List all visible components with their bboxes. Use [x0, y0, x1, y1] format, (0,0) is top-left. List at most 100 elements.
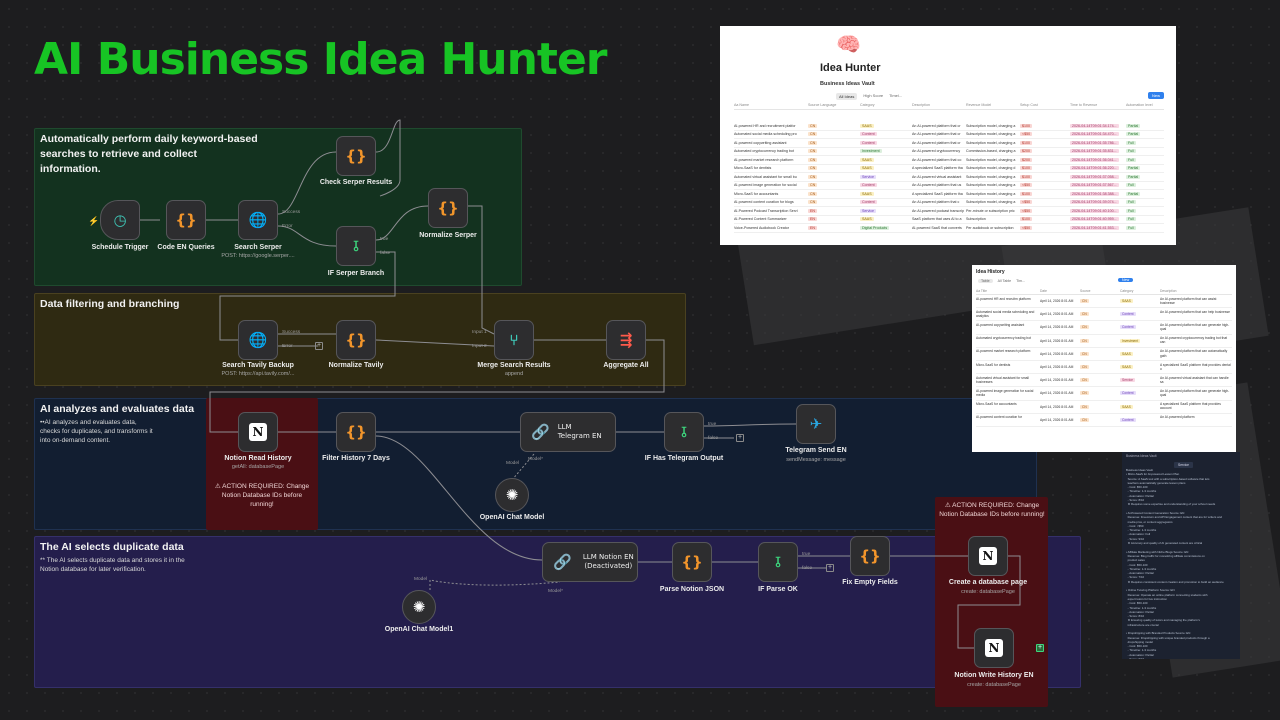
notion-write-history-node[interactable]: N: [974, 628, 1014, 668]
table-cell: $100: [1020, 166, 1070, 171]
table-cell: Partial: [1126, 166, 1164, 171]
parse-notion-json-node[interactable]: {}: [672, 542, 712, 582]
code-en-queries-node[interactable]: {}: [166, 200, 206, 240]
add-connection-button[interactable]: +: [315, 342, 323, 350]
filter-history-node[interactable]: {}: [336, 412, 376, 452]
cell-text: Automated social media scheduling pro: [734, 132, 797, 137]
table-cell: April 14, 2026 8:01 AM: [1040, 339, 1080, 343]
cell-text: Commission-based, charging a: [966, 149, 1016, 154]
table-cell: CN: [808, 183, 860, 188]
table-row[interactable]: Automated virtual assistant for small bu…: [976, 374, 1232, 388]
tab-all-ideas[interactable]: All Ideas: [836, 93, 858, 100]
add-connection-button[interactable]: +: [736, 434, 744, 442]
cell-text: 2026-04-14T09:01:40.100...: [1070, 208, 1119, 213]
table-cell: SAAS: [1120, 299, 1160, 304]
table-row[interactable]: AI-powered image generation for social m…: [976, 387, 1232, 401]
cell-text: CN: [808, 174, 818, 179]
new-button[interactable]: New: [1147, 92, 1164, 99]
table-cell: An AI-powered platform that cr: [912, 124, 966, 128]
table-row[interactable]: Automated virtual assistant for small bu…: [734, 173, 1164, 182]
table-cell: Full: [1126, 217, 1164, 222]
table-header: Aa Name Source Language Category Descrip…: [734, 103, 1164, 110]
cell-text: Subscription: [966, 217, 986, 222]
table-cell: April 14, 2026 8:01 AM: [1040, 365, 1080, 369]
table-cell: Full: [1126, 225, 1164, 230]
cell-text: CN: [1080, 351, 1089, 356]
cell-text: Full: [1126, 149, 1136, 154]
aggregate-all-node[interactable]: ⇶: [606, 320, 646, 360]
cell-text: April 14, 2026 8:01 AM: [1040, 338, 1074, 343]
new-button[interactable]: New: [1118, 278, 1134, 282]
port-label: false: [380, 251, 391, 256]
table-cell: Micro-SaaS for dentists: [734, 166, 808, 170]
check-serper-results-node[interactable]: {}: [336, 136, 376, 176]
schedule-trigger-node[interactable]: ◷: [100, 200, 140, 240]
normalize-tavily-node[interactable]: {}: [336, 320, 376, 360]
table-cell: AI-powered market research platform: [976, 349, 1040, 358]
table-cell: An AI-powered platform that can generate…: [1160, 323, 1232, 332]
table-cell: AI-powered image generation for social m…: [976, 389, 1040, 398]
llm-telegram-node[interactable]: 🔗 LLM Telegram EN: [520, 412, 616, 452]
tab-timeline[interactable]: Tim...: [1016, 279, 1025, 283]
merge-icon: ⑂: [509, 331, 519, 349]
cell-text: EN: [808, 217, 817, 222]
notion-read-history-node[interactable]: N: [238, 412, 278, 452]
table-cell: An AI-powered platform that can help bus…: [1160, 310, 1232, 319]
table-cell: CN: [808, 166, 860, 171]
cell-text: Investment: [860, 149, 882, 154]
tab-timeline[interactable]: Timel...: [889, 93, 903, 98]
table-cell: 2026-04-14T09:01:35.831...: [1070, 149, 1126, 154]
telegram-send-node[interactable]: ✈: [796, 404, 836, 444]
tab-table[interactable]: Table: [978, 279, 993, 283]
openai-chat-model1-node[interactable]: ✺: [402, 590, 436, 624]
cell-text: An AI-powered platform that can help bus…: [1160, 309, 1231, 314]
search-tavily-backup-node[interactable]: 🌐: [238, 320, 278, 360]
openai-chat-model-node[interactable]: ✺: [495, 478, 529, 512]
tab-high-score[interactable]: High Score: [863, 93, 884, 98]
if-parse-ok-node[interactable]: ⫱: [758, 542, 798, 582]
if-serper-branch-node[interactable]: ⫱: [336, 226, 376, 266]
if-has-telegram-output-node[interactable]: ⫱: [664, 412, 704, 452]
cell-text: Service: [860, 174, 876, 179]
search-serper-node[interactable]: 🌐: [238, 200, 278, 240]
merge-search-results-node[interactable]: ⑂: [494, 320, 534, 360]
table-cell: Full: [1126, 208, 1164, 213]
create-database-page-node[interactable]: N: [968, 536, 1008, 576]
fix-empty-fields-node[interactable]: {}: [850, 536, 890, 576]
add-connection-button[interactable]: +: [826, 564, 834, 572]
table-cell: Commission-based, charging a: [966, 149, 1020, 153]
table-cell: AI-powered HR and recruitment platfor: [734, 124, 808, 128]
node-label: Schedule Trigger: [91, 244, 149, 251]
telegram-preview-screenshot: Business Ideas Vault Service Business Id…: [1122, 452, 1240, 659]
llm-notion-node[interactable]: 🔗 LLM Notion EN (Deactivated): [542, 542, 638, 582]
table-row[interactable]: Automated social media scheduling and an…: [976, 308, 1232, 322]
cell-text: Partial: [1126, 191, 1141, 196]
table-cell: CN: [808, 191, 860, 196]
add-connection-button[interactable]: +: [1036, 644, 1044, 652]
node-label: Search Tavily Backup: [222, 362, 294, 369]
tab-all-table[interactable]: All Table: [997, 279, 1012, 283]
normalize-serper-node[interactable]: {}: [428, 188, 468, 228]
table-cell: Content: [860, 140, 912, 145]
telegram-icon: ✈: [809, 415, 823, 433]
cell-text: Content: [860, 140, 877, 145]
